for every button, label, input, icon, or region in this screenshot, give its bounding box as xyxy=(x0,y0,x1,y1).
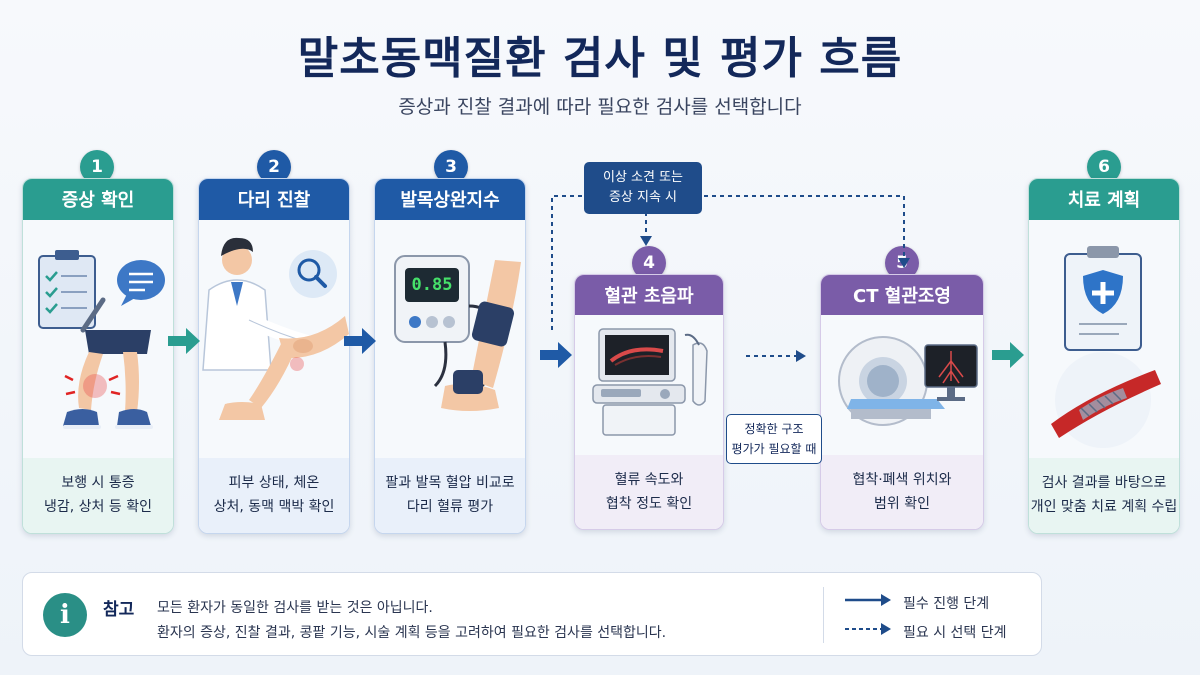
step-5-illustration xyxy=(821,314,983,455)
step-6-desc-line1: 검사 결과를 바탕으로 xyxy=(1041,475,1167,492)
optional-arrow-step4-to-step5 xyxy=(746,350,806,362)
callout-abnormal-line2: 증상 지속 시 xyxy=(608,190,678,205)
step-card-ultrasound: 혈관 초음파 혈류 속도와 협착 정도 확인 xyxy=(574,274,724,530)
callout-abnormal-finding: 이상 소견 또는 증상 지속 시 xyxy=(584,162,702,214)
step-6-desc-line2: 개인 맞춤 치료 계획 수립 xyxy=(1030,499,1178,516)
callout-structure-line1: 정확한 구조 xyxy=(744,422,804,436)
step-4-desc-line2: 협착 정도 확인 xyxy=(605,495,693,512)
step-4-illustration xyxy=(575,314,723,455)
step-5-title: CT 혈관조영 xyxy=(821,275,983,315)
note-divider xyxy=(823,587,824,643)
callout-structure-evaluation: 정확한 구조 평가가 필요할 때 xyxy=(726,414,822,464)
step-card-leg-exam: 다리 진찰 피부 상태, 체온 상처, 동맥 맥박 확인 xyxy=(198,178,350,534)
arrow-step2-to-step3 xyxy=(344,328,376,354)
step-1-title: 증상 확인 xyxy=(23,179,173,220)
callout-structure-line2: 평가가 필요할 때 xyxy=(731,442,817,456)
step-1-description: 보행 시 통증 냉감, 상처 등 확인 xyxy=(23,457,173,533)
step-5-description: 협착·폐색 위치와 범위 확인 xyxy=(821,454,983,529)
callout-abnormal-line1: 이상 소견 또는 xyxy=(602,170,684,185)
legend-dashed-arrow-icon xyxy=(845,623,891,635)
step-2-description: 피부 상태, 체온 상처, 동맥 맥박 확인 xyxy=(199,457,349,533)
step-6-description: 검사 결과를 바탕으로 개인 맞춤 치료 계획 수립 xyxy=(1029,457,1179,533)
step-6-title: 치료 계획 xyxy=(1029,179,1179,220)
step-2-desc-line2: 상처, 동맥 맥박 확인 xyxy=(213,499,335,516)
step-3-title: 발목상완지수 xyxy=(375,179,525,220)
ultrasound-machine-illustration xyxy=(592,328,708,436)
step-card-treatment-plan: 치료 계획 검사 결과를 바탕으로 개인 맞춤 치료 계획 수립 xyxy=(1028,178,1180,534)
step-card-symptom-check: 증상 확인 xyxy=(22,178,174,534)
abi-device-illustration xyxy=(394,254,521,411)
step-2-illustration xyxy=(199,219,349,458)
step-3-description: 팔과 발목 혈압 비교로 다리 혈류 평가 xyxy=(375,457,525,533)
info-icon: i xyxy=(43,593,87,637)
reference-note: i 참고 모든 환자가 동일한 검사를 받는 것은 아닙니다. 환자의 증상, … xyxy=(22,572,1042,656)
abi-display-reading: 0.85 xyxy=(411,274,453,295)
leg-pain-illustration xyxy=(38,249,165,429)
step-6-illustration xyxy=(1029,219,1179,458)
treatment-plan-illustration xyxy=(1051,245,1161,448)
step-card-abi: 발목상완지수 0.85 팔과 발목 혈압 비교로 다리 혈류 평가 xyxy=(374,178,526,534)
step-4-desc-line1: 혈류 속도와 xyxy=(614,471,684,488)
step-1-illustration xyxy=(23,219,173,458)
legend-optional-step: 필요 시 선택 단계 xyxy=(903,625,1007,641)
note-text-line2: 환자의 증상, 진찰 결과, 콩팥 기능, 시술 계획 등을 고려하여 필요한 … xyxy=(157,625,667,641)
optional-path-connector xyxy=(551,195,910,330)
step-1-desc-line1: 보행 시 통증 xyxy=(61,475,135,492)
step-4-title: 혈관 초음파 xyxy=(575,275,723,315)
step-2-desc-line1: 피부 상태, 체온 xyxy=(228,475,320,492)
page-subtitle: 증상과 진찰 결과에 따라 필요한 검사를 선택합니다 xyxy=(398,96,802,118)
arrow-step3-to-step4 xyxy=(540,342,572,368)
legend-solid-arrow-icon xyxy=(845,594,891,606)
step-card-ct-angiography: CT 혈관조영 협착·폐색 위치와 범위 확인 xyxy=(820,274,984,530)
doctor-exam-illustration xyxy=(202,237,349,420)
step-5-desc-line2: 범위 확인 xyxy=(874,495,930,512)
step-5-desc-line1: 협착·폐색 위치와 xyxy=(852,471,952,488)
page-title: 말초동맥질환 검사 및 평가 흐름 xyxy=(297,33,903,84)
legend-required-step: 필수 진행 단계 xyxy=(903,596,990,612)
step-3-desc-line2: 다리 혈류 평가 xyxy=(406,499,494,516)
step-3-illustration: 0.85 xyxy=(375,219,525,458)
step-4-description: 혈류 속도와 협착 정도 확인 xyxy=(575,454,723,529)
arrow-step1-to-step2 xyxy=(168,328,200,354)
arrow-step5-to-step6 xyxy=(992,342,1024,368)
note-label: 참고 xyxy=(103,600,135,620)
step-3-desc-line1: 팔과 발목 혈압 비교로 xyxy=(385,475,515,492)
step-2-title: 다리 진찰 xyxy=(199,179,349,220)
note-text-line1: 모든 환자가 동일한 검사를 받는 것은 아닙니다. xyxy=(157,600,433,616)
ct-scanner-illustration xyxy=(838,335,978,426)
step-1-desc-line2: 냉감, 상처 등 확인 xyxy=(44,499,152,516)
